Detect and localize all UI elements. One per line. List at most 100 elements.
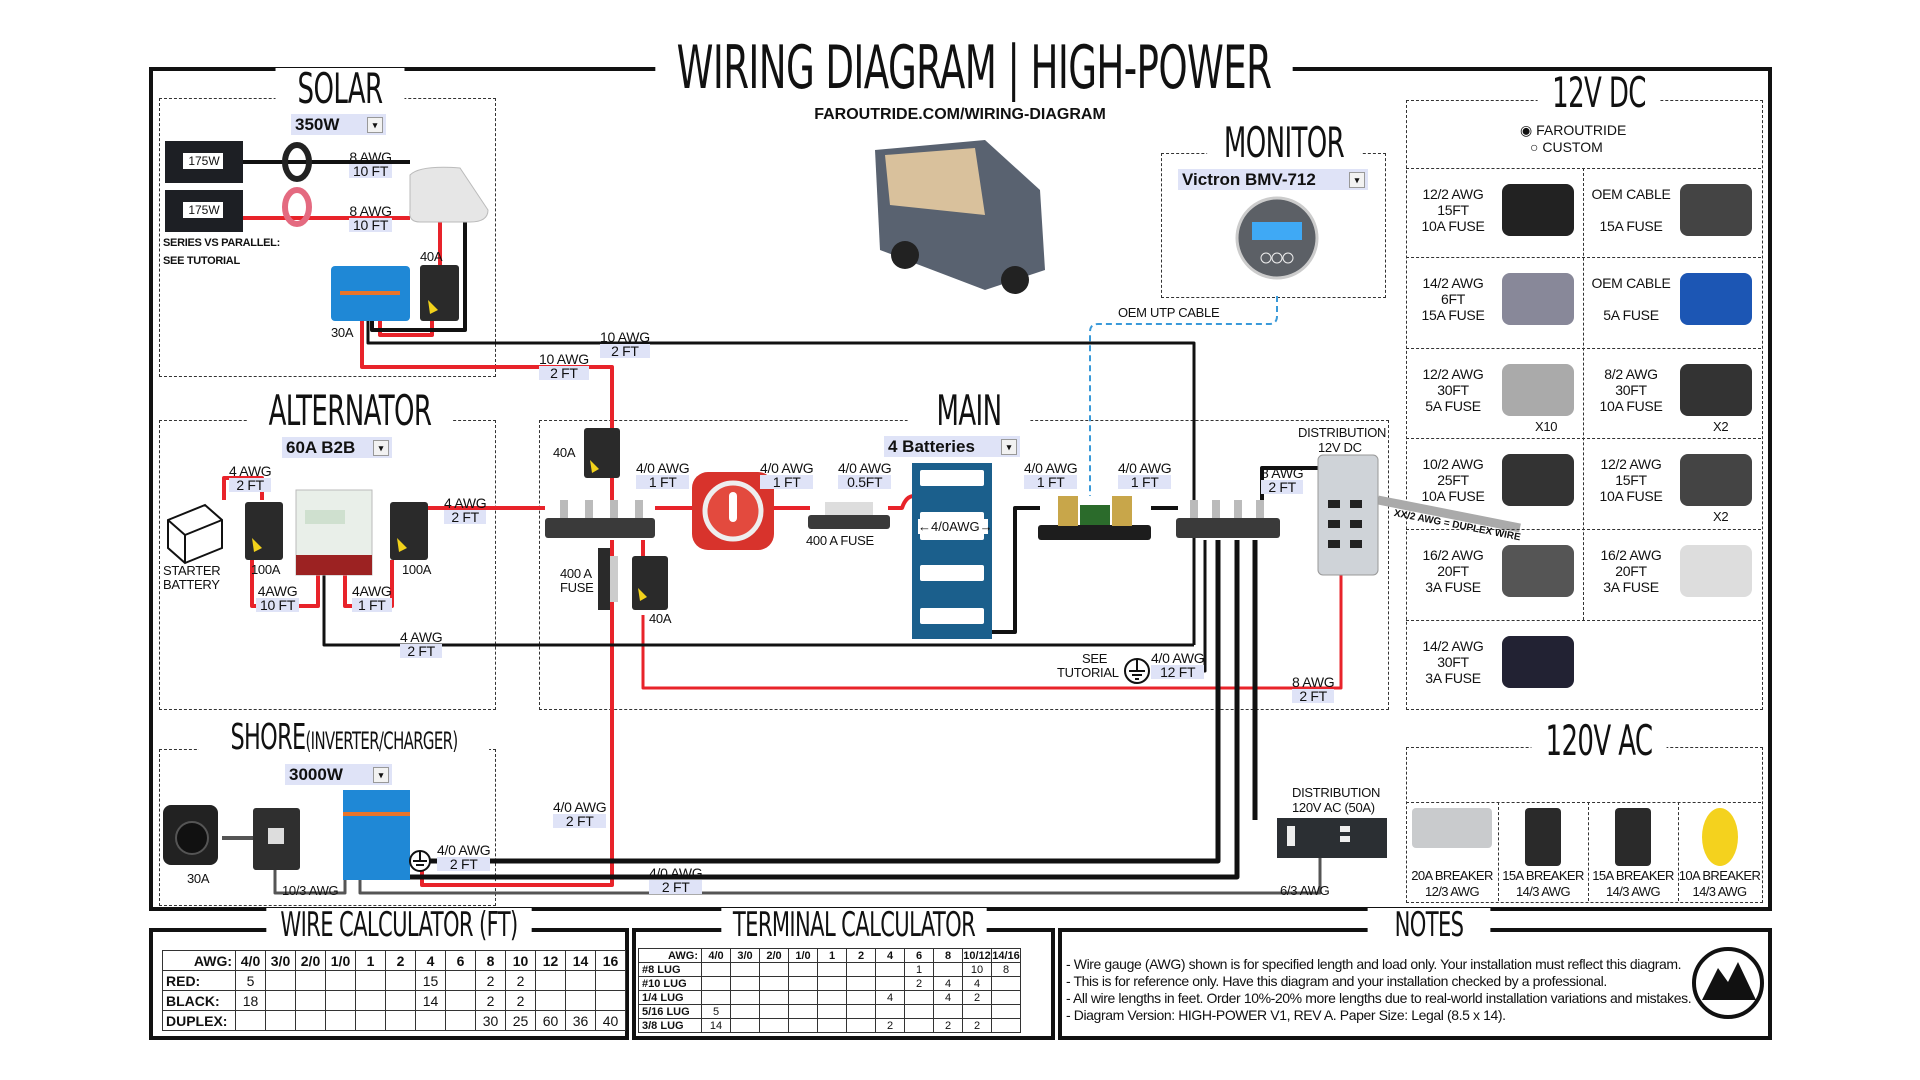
ac-load-awg: 14/3 AWG	[1692, 884, 1748, 899]
chevron-down-icon[interactable]: ▾	[1349, 172, 1365, 188]
table-cell	[730, 976, 760, 991]
wire-gauge: 8 AWG	[1261, 465, 1304, 481]
alternator-dropdown-value: 60A B2B	[286, 437, 356, 457]
grid-divider	[1406, 802, 1761, 803]
table-cell	[759, 976, 789, 991]
load-spec-line: OEM CABLE	[1591, 275, 1671, 291]
component-label: 100A	[402, 562, 432, 577]
component-label: 30A	[187, 871, 210, 886]
load-spec-line: 20FT	[1615, 563, 1647, 579]
table-cell	[325, 990, 356, 1011]
wire-gauge: 4 AWG	[444, 495, 487, 511]
chevron-down-icon[interactable]: ▾	[1001, 439, 1017, 455]
table-cell	[817, 962, 847, 977]
table-cell: 3/0	[730, 948, 760, 963]
table-cell: 2	[933, 1018, 963, 1033]
chevron-down-icon[interactable]: ▾	[367, 117, 383, 133]
table-cell	[817, 1018, 847, 1033]
component-label: 12V DC	[1318, 440, 1362, 455]
monitor-dropdown[interactable]: Victron BMV-712▾	[1178, 169, 1368, 190]
table-cell: 1	[904, 962, 934, 977]
table-cell	[759, 962, 789, 977]
b2b-charger	[295, 489, 373, 576]
wire-gauge: 4AWG	[352, 583, 392, 599]
table-cell: 2	[475, 970, 506, 991]
load-spec-line	[1589, 291, 1673, 307]
load-spec-line: 5A FUSE	[1425, 398, 1481, 414]
ac-load-awg: 14/3 AWG	[1606, 884, 1661, 899]
table-cell: 8	[933, 948, 963, 963]
dc-fuse-block	[1317, 454, 1379, 576]
table-cell	[595, 970, 626, 991]
component-label: 40A	[553, 445, 576, 460]
load-device-image	[1680, 184, 1752, 236]
table-cell: 4	[933, 990, 963, 1005]
shore-title-main: SHORE	[230, 717, 306, 758]
component-label: SEE TUTORIAL	[163, 255, 240, 267]
table-cell: 25	[505, 1010, 536, 1031]
load-spec-line: 30FT	[1615, 382, 1647, 398]
wire-gauge: 4/0 AWG	[649, 865, 703, 881]
option-custom[interactable]: ○ CUSTOM	[1520, 139, 1626, 156]
table-cell	[295, 990, 326, 1011]
table-cell: 2	[875, 1018, 905, 1033]
wire-length: 2 FT	[437, 857, 491, 871]
table-cell: 12	[535, 950, 566, 971]
wire-length: 2 FT	[1292, 689, 1335, 703]
table-cell	[730, 990, 760, 1005]
alternator-dropdown[interactable]: 60A B2B ▾	[282, 437, 392, 458]
wire-gauge: 4/0 AWG	[760, 460, 814, 476]
table-cell	[355, 970, 386, 991]
inverter-dropdown[interactable]: 3000W▾	[285, 764, 392, 785]
table-cell	[962, 1004, 992, 1019]
load-device-image	[1680, 273, 1752, 325]
table-cell: 6	[445, 950, 476, 971]
battery-dropdown[interactable]: 4 Batteries▾	[884, 436, 1020, 457]
chevron-down-icon[interactable]: ▾	[373, 767, 389, 783]
option-faroutride[interactable]: ◉ FAROUTRIDE	[1520, 122, 1626, 139]
table-cell	[846, 990, 876, 1005]
table-cell	[817, 1004, 847, 1019]
battery-disconnect-switch	[692, 472, 774, 550]
grid-divider	[1498, 802, 1499, 901]
wire-length: 2 FT	[600, 344, 650, 358]
table-cell: 2	[505, 970, 536, 991]
table-cell	[991, 1004, 1021, 1019]
table-cell	[325, 970, 356, 991]
ac-device-image	[1701, 808, 1738, 866]
load-quantity: X10	[1535, 419, 1558, 434]
row-label: RED:	[162, 970, 236, 991]
row-label: DUPLEX:	[162, 1010, 236, 1031]
shore-breaker-box	[253, 808, 300, 870]
radio-icon[interactable]: ○	[1530, 139, 1539, 155]
load-spec-line: 30FT	[1437, 654, 1469, 670]
table-cell: 4	[875, 990, 905, 1005]
component-label: SEE	[1082, 651, 1108, 666]
solar-dropdown[interactable]: 350W▾	[291, 114, 386, 135]
table-cell: 1/0	[788, 948, 818, 963]
wire-length: 2 FT	[1261, 480, 1304, 494]
chevron-down-icon[interactable]: ▾	[373, 440, 389, 456]
table-cell	[730, 1004, 760, 1019]
load-spec-line: OEM CABLE	[1591, 186, 1671, 202]
table-cell: 14	[415, 990, 446, 1011]
wire-shore-10-3	[273, 870, 347, 895]
wire-solar-to-bus	[360, 321, 614, 500]
table-cell: 10	[505, 950, 536, 971]
radio-selected-icon[interactable]: ◉	[1520, 122, 1533, 138]
page-title: WIRING DIAGRAM | HIGH-POWER	[655, 38, 1293, 98]
